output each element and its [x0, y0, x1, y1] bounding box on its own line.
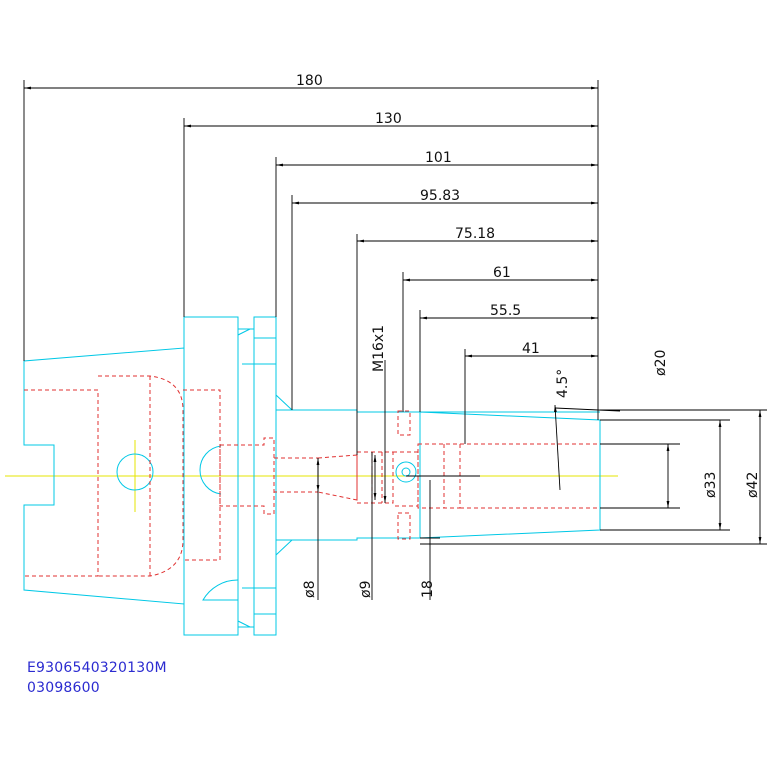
collar: [253, 316, 277, 636]
label-61: 61: [493, 265, 511, 281]
label-dia8: ø8: [302, 581, 318, 598]
chamfer-top: [275, 394, 293, 411]
drive-slot-circle: [116, 453, 154, 491]
label-angle: 4.5°: [555, 369, 571, 398]
dim-angle: [554, 404, 561, 491]
cross-hole: [395, 461, 417, 483]
flange-arc-upper: [199, 445, 222, 495]
bore-d8: [274, 457, 319, 493]
shank-bore: [24, 375, 221, 577]
label-dia20: ø20: [653, 350, 669, 376]
dimensions: [23, 80, 767, 600]
label-dia42: ø42: [745, 472, 761, 498]
extension-body: [276, 409, 600, 541]
dim-angle-ext: [554, 407, 621, 412]
collet-nose: [419, 411, 601, 539]
v-groove: [237, 328, 255, 628]
coolant-hole-bottom: [397, 512, 411, 540]
hidden-features: [24, 375, 600, 577]
label-dia9: ø9: [358, 581, 374, 598]
label-dia33: ø33: [703, 472, 719, 498]
label-130: 130: [375, 111, 402, 127]
tool-holder-outline: [23, 316, 601, 636]
threaded-bore: [317, 451, 394, 504]
label-101: 101: [425, 150, 452, 166]
flange-bore: [219, 437, 275, 515]
label-41: 41: [522, 341, 540, 357]
chamfer-bottom: [275, 539, 293, 556]
label-180: 180: [296, 73, 323, 89]
part-number: 03098600: [27, 680, 100, 696]
label-95-83: 95.83: [420, 188, 460, 204]
part-code: E9306540320130M: [27, 660, 167, 676]
label-thread: M16x1: [371, 325, 387, 372]
label-18: 18: [420, 580, 436, 598]
collet-bore: [393, 443, 600, 509]
label-75-18: 75.18: [455, 226, 495, 242]
label-55-5: 55.5: [490, 303, 521, 319]
cross-hole-inner: [401, 467, 411, 477]
coolant-hole-top: [397, 410, 411, 436]
dimension-labels: 180 130 101 95.83 75.18 61 55.5 41 M16x1…: [296, 73, 761, 598]
flange-arc-lower: [202, 579, 239, 601]
